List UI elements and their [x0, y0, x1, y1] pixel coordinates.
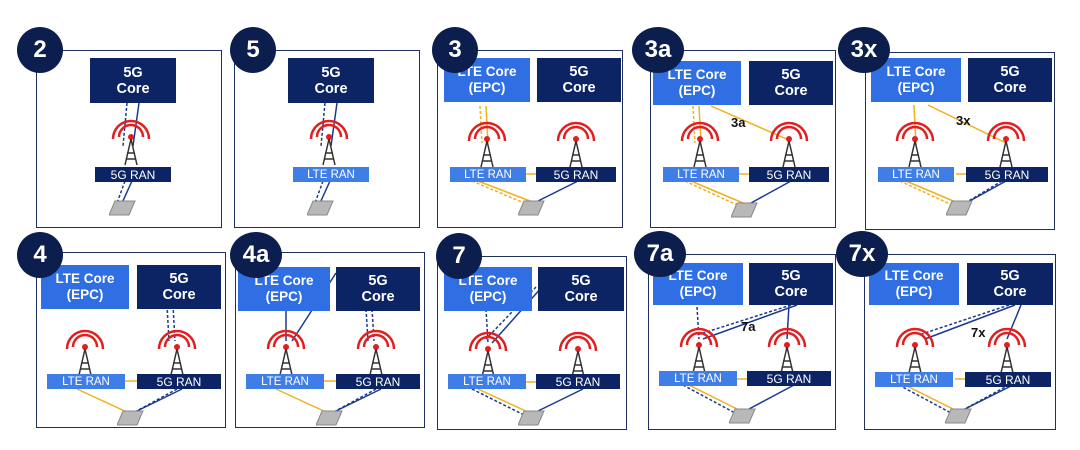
lte-tower-icon	[65, 329, 105, 376]
5g-ran-box: 5G RAN	[137, 374, 221, 389]
lte-tower-icon	[679, 327, 719, 374]
5g-core-box: 5G Core	[537, 58, 621, 102]
option-3x-label: 3x	[956, 113, 971, 128]
5g-ran-box: 5G RAN	[966, 167, 1048, 182]
option-2-badge: 2	[17, 27, 63, 73]
option-4-badge: 4	[17, 232, 63, 278]
5g-tower-icon	[987, 327, 1027, 374]
5g-ran-box: 5G RAN	[965, 372, 1051, 387]
user-device-icon	[117, 410, 144, 426]
option-7-panel: LTE Core (EPC) 5G Core LTE RAN 5G RAN	[437, 256, 627, 430]
5g-core-box: 5G Core	[749, 263, 833, 305]
option-4a-badge: 4a	[230, 232, 282, 278]
5g-ran-box: 5G RAN	[749, 167, 829, 182]
lte-core-box: LTE Core (EPC)	[444, 267, 532, 311]
5g-tower-icon	[767, 327, 807, 374]
option-5-badge: 5	[230, 27, 276, 73]
option-3-panel: LTE Core (EPC) 5G Core LTE RAN 5G RAN	[437, 50, 623, 228]
5g-core-box: 5G Core	[288, 58, 374, 103]
user-device-icon	[945, 408, 972, 424]
option-7x-label: 7x	[971, 325, 986, 340]
user-device-icon	[316, 410, 343, 426]
option-7a-label: 7a	[741, 319, 756, 334]
option-7x-panel: LTE Core (EPC) 5G Core 7x LTE RAN 5G RAN	[864, 254, 1056, 430]
lte-ran-box: LTE RAN	[878, 167, 954, 182]
lte-core-box: LTE Core (EPC)	[41, 265, 129, 309]
connection-lines	[116, 102, 140, 204]
5g-ran-box: 5G RAN	[95, 167, 171, 182]
user-device-icon	[109, 200, 136, 216]
5g-core-box: 5G Core	[968, 58, 1052, 102]
lte-tower-icon	[895, 121, 935, 168]
5g-ran-box: 5G RAN	[536, 374, 620, 389]
lte-tower-icon	[680, 121, 720, 168]
5g-core-box: 5G Core	[336, 267, 420, 311]
lte-ran-box: LTE RAN	[47, 374, 125, 389]
option-3-badge: 3	[432, 27, 478, 73]
user-device-icon	[518, 200, 545, 216]
cell-tower-icon	[309, 119, 349, 166]
option-3a-label: 3a	[731, 115, 746, 130]
user-device-icon	[946, 200, 973, 216]
user-device-icon	[307, 200, 334, 216]
5g-ran-box: 5G RAN	[336, 374, 420, 389]
option-3a-panel: LTE Core (EPC) 5G Core 3a LTE RAN 5G RAN	[650, 50, 836, 228]
lte-tower-icon	[895, 327, 935, 374]
5g-core-box: 5G Core	[749, 61, 833, 105]
5g-ran-box: 5G RAN	[536, 167, 616, 182]
option-7-badge: 7	[436, 233, 482, 279]
5g-core-box: 5G Core	[90, 58, 176, 103]
lte-ran-box: LTE RAN	[450, 167, 526, 182]
lte-ran-box: LTE RAN	[448, 374, 526, 389]
option-4a-panel: LTE Core (EPC) 5G Core LTE RAN 5G RAN	[235, 252, 425, 428]
5g-tower-icon	[157, 329, 197, 376]
connection-lines	[898, 304, 1022, 414]
connection-lines	[314, 102, 338, 204]
5g-ran-box: 5G RAN	[747, 371, 831, 386]
5g-tower-icon	[769, 121, 809, 168]
5g-tower-icon	[356, 329, 396, 376]
5g-tower-icon	[558, 331, 598, 378]
lte-core-box: LTE Core (EPC)	[444, 58, 530, 102]
user-device-icon	[731, 202, 758, 218]
5g-tower-icon	[986, 121, 1026, 168]
5g-core-box: 5G Core	[967, 263, 1053, 305]
lte-ran-box: LTE RAN	[659, 371, 737, 386]
lte-core-box: LTE Core (EPC)	[869, 263, 959, 305]
lte-ran-box: LTE RAN	[246, 374, 324, 389]
user-device-icon	[729, 408, 756, 424]
option-3a-badge: 3a	[632, 27, 684, 73]
option-4-panel: LTE Core (EPC) 5G Core LTE RAN 5G RAN	[36, 252, 226, 428]
option-7x-badge: 7x	[836, 231, 888, 277]
cell-tower-icon	[111, 119, 151, 166]
lte-ran-box: LTE RAN	[293, 167, 369, 182]
option-2-panel: 5G Core 5G RAN	[36, 50, 222, 228]
option-7a-badge: 7a	[634, 231, 686, 277]
option-3x-badge: 3x	[838, 27, 890, 73]
lte-tower-icon	[468, 331, 508, 378]
5g-core-box: 5G Core	[137, 265, 221, 309]
option-5-panel: 5G Core LTE RAN	[234, 50, 420, 228]
lte-ran-box: LTE RAN	[663, 167, 739, 182]
option-7a-panel: LTE Core (EPC) 5G Core 7a LTE RAN 5G RAN	[648, 254, 836, 430]
5g-tower-icon	[556, 121, 596, 168]
lte-tower-icon	[266, 329, 306, 376]
connection-lines	[471, 105, 579, 204]
lte-ran-box: LTE RAN	[875, 372, 953, 387]
5g-core-box: 5G Core	[538, 267, 624, 311]
lte-tower-icon	[467, 121, 507, 168]
lte-core-box: LTE Core (EPC)	[871, 58, 961, 102]
user-device-icon	[518, 410, 545, 426]
option-3x-panel: LTE Core (EPC) 5G Core 3x LTE RAN 5G RAN	[865, 52, 1055, 230]
